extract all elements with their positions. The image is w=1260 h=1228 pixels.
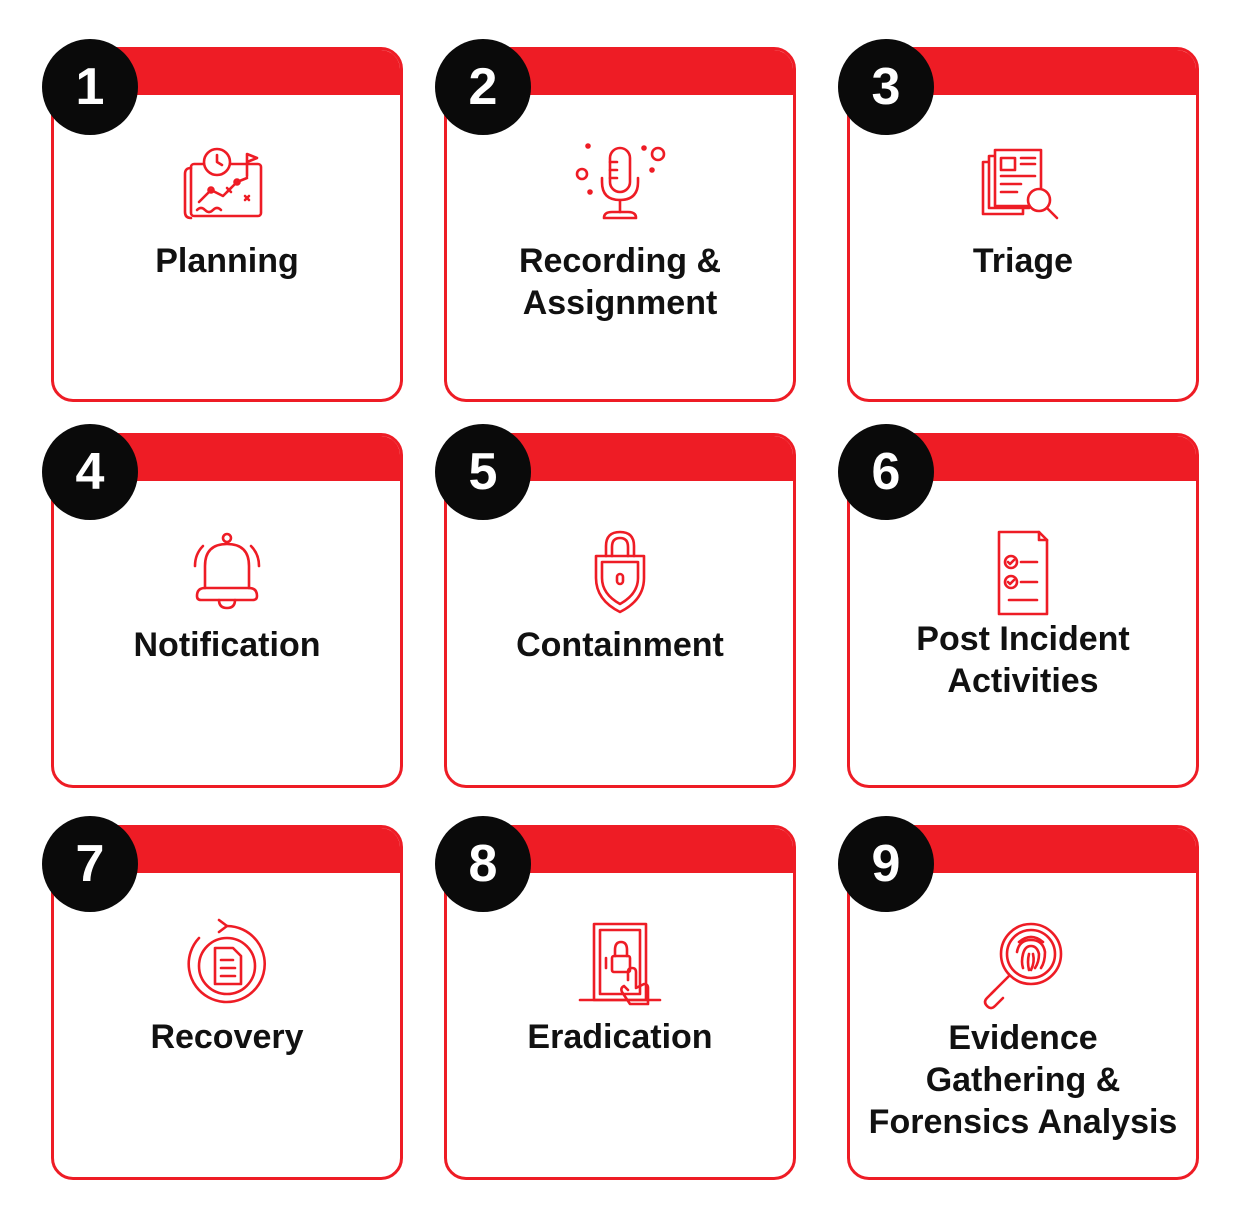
step-label-line-1: Recording &: [518, 242, 722, 280]
document-search-icon: [975, 140, 1071, 236]
step-label-line-1: Notification: [133, 626, 321, 664]
step-label-line-1: Eradication: [527, 1018, 713, 1056]
step-number-badge-8: 8: [435, 816, 531, 912]
shield-lock-icon: [572, 526, 668, 622]
planning-map-icon: [179, 140, 275, 236]
step-label-line-2: Activities: [947, 662, 1099, 700]
microphone-icon: [572, 140, 668, 236]
step-label: Recording & Assignment: [457, 240, 783, 324]
step-label-line-3: Forensics Analysis: [868, 1103, 1178, 1141]
step-label: Recovery: [64, 1016, 390, 1058]
step-label-line-1: Planning: [155, 242, 299, 280]
fingerprint-magnifier-icon: [975, 918, 1071, 1014]
step-label: Notification: [64, 624, 390, 666]
step-number-badge-7: 7: [42, 816, 138, 912]
step-number-badge-6: 6: [838, 424, 934, 520]
step-number-badge-3: 3: [838, 39, 934, 135]
checklist-icon: [975, 526, 1071, 622]
bell-icon: [179, 526, 275, 622]
step-number-badge-2: 2: [435, 39, 531, 135]
document-refresh-icon: [179, 918, 275, 1014]
step-card-7: Recovery: [51, 825, 403, 1180]
step-label-line-1: Post Incident: [916, 620, 1130, 658]
step-label-line-1: Triage: [972, 242, 1074, 280]
step-label: Eradication: [457, 1016, 783, 1058]
step-number-badge-1: 1: [42, 39, 138, 135]
step-number-badge-4: 4: [42, 424, 138, 520]
step-label: Containment: [457, 624, 783, 666]
step-label-line-1: Containment: [516, 626, 724, 664]
step-label: Evidence Gathering & Forensics Analysis: [860, 1017, 1186, 1143]
step-number-badge-5: 5: [435, 424, 531, 520]
step-label-line-1: Recovery: [150, 1018, 304, 1056]
step-label: Planning: [64, 240, 390, 282]
door-fingerprint-icon: [572, 918, 668, 1014]
step-label-line-2: Assignment: [522, 284, 718, 322]
step-label-line-1: Evidence: [948, 1019, 1098, 1057]
step-number-badge-9: 9: [838, 816, 934, 912]
step-label-line-2: Gathering &: [925, 1061, 1121, 1099]
step-label: Post Incident Activities: [860, 618, 1186, 702]
step-label: Triage: [860, 240, 1186, 282]
